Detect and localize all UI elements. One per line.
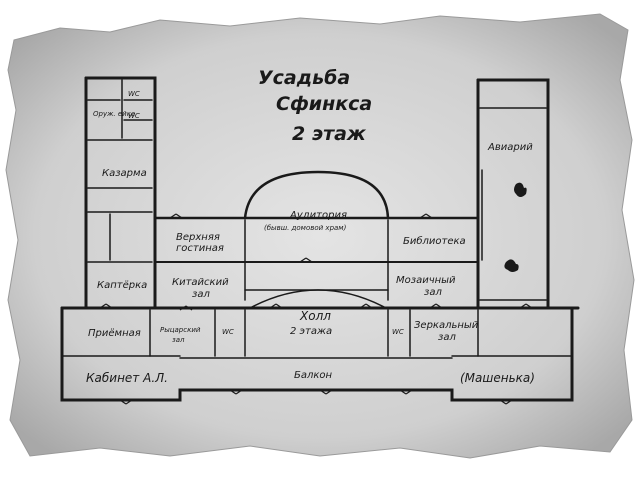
room-chinese-label-1: Китайский — [172, 277, 229, 288]
room-upper-living-label-1: Верхняя — [176, 232, 220, 243]
room-auditorium-label-1: Аудитория — [289, 210, 347, 221]
room-wc-top1-label: WC — [128, 90, 140, 98]
room-aviary-label: Авиарий — [487, 142, 533, 153]
room-wc-mid1-label: WC — [222, 328, 234, 336]
room-library-label: Библиотека — [403, 235, 466, 247]
map-title-line3: 2 этаж — [292, 123, 367, 145]
room-mosaic-label-2: зал — [424, 287, 442, 298]
room-mirror-label-1: Зеркальный — [414, 320, 479, 331]
room-knight-label-2: зал — [172, 336, 185, 344]
aviary-plant-icon-2 — [504, 259, 519, 272]
room-mashenka-label: (Машенька) — [460, 371, 535, 385]
room-chinese-label-2: зал — [192, 289, 210, 300]
door-marks — [99, 213, 533, 405]
walls — [60, 76, 580, 402]
room-knight-label-1: Рыцарский — [160, 326, 201, 334]
room-guard-label: Оруж. ейка — [93, 110, 135, 118]
room-wc-mid2-label: WC — [392, 328, 404, 336]
room-hall-label-2: 2 этажа — [290, 326, 332, 337]
aviary-plant-icon — [514, 182, 527, 197]
room-reception-label: Приёмная — [88, 328, 141, 339]
map-title-line2: Сфинкса — [276, 93, 372, 115]
room-balcony-label: Балкон — [294, 370, 333, 381]
room-auditorium-label-2: (бывш. домовой храм) — [264, 224, 347, 232]
room-mirror-label-2: зал — [438, 332, 456, 343]
room-office-label: Кабинет А.Л. — [86, 371, 168, 385]
room-hall-label-1: Холл — [299, 309, 331, 323]
room-barracks-label: Казарма — [102, 168, 147, 179]
room-storeroom-label: Каптёрка — [97, 280, 147, 291]
room-wc-top2-label: WC — [128, 112, 140, 120]
room-mosaic-label-1: Мозаичный — [396, 275, 456, 286]
map-title-line1: Усадьба — [258, 67, 350, 89]
room-upper-living-label-2: гостиная — [176, 243, 224, 254]
